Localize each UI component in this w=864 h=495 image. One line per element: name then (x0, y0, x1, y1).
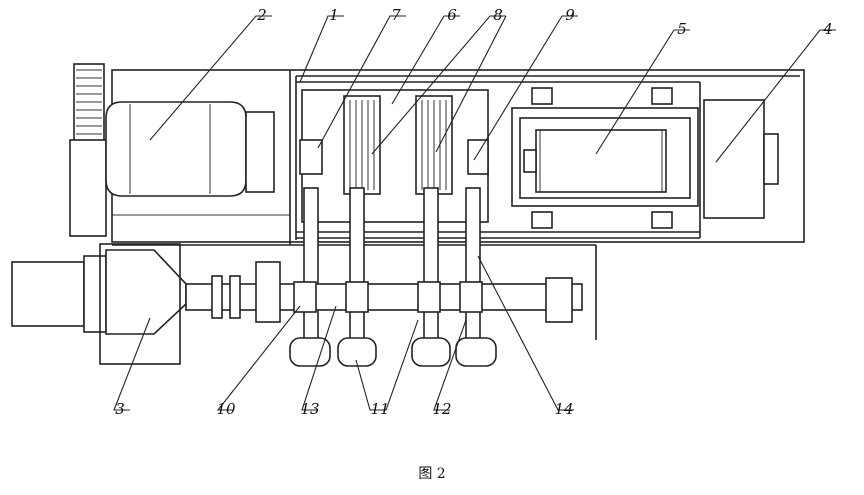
press-stack (299, 89, 489, 223)
label-5: 5 (677, 20, 687, 38)
label-3: 3 (115, 400, 125, 418)
crank-shaft (185, 261, 583, 323)
rod-4 (703, 99, 779, 219)
label-9: 9 (565, 6, 575, 24)
leader-lines (113, 15, 836, 411)
reducer-3 (11, 243, 187, 365)
label-13: 13 (300, 400, 319, 418)
label-4: 4 (822, 20, 833, 38)
label-12: 12 (432, 400, 451, 418)
label-10: 10 (216, 400, 236, 418)
label-14: 14 (554, 400, 573, 418)
pulley-stack (69, 63, 107, 237)
connecting-rods (303, 187, 481, 345)
label-11: 11 (370, 400, 389, 418)
label-1: 1 (329, 6, 339, 24)
label-7: 7 (391, 6, 401, 24)
label-6: 6 (447, 6, 457, 24)
figure-caption: 图 2 (418, 466, 445, 482)
lower-cams (289, 337, 497, 367)
label-2: 2 (256, 6, 267, 24)
motor-2 (105, 101, 275, 197)
label-8: 8 (493, 6, 503, 24)
cylinder-5 (511, 87, 699, 229)
